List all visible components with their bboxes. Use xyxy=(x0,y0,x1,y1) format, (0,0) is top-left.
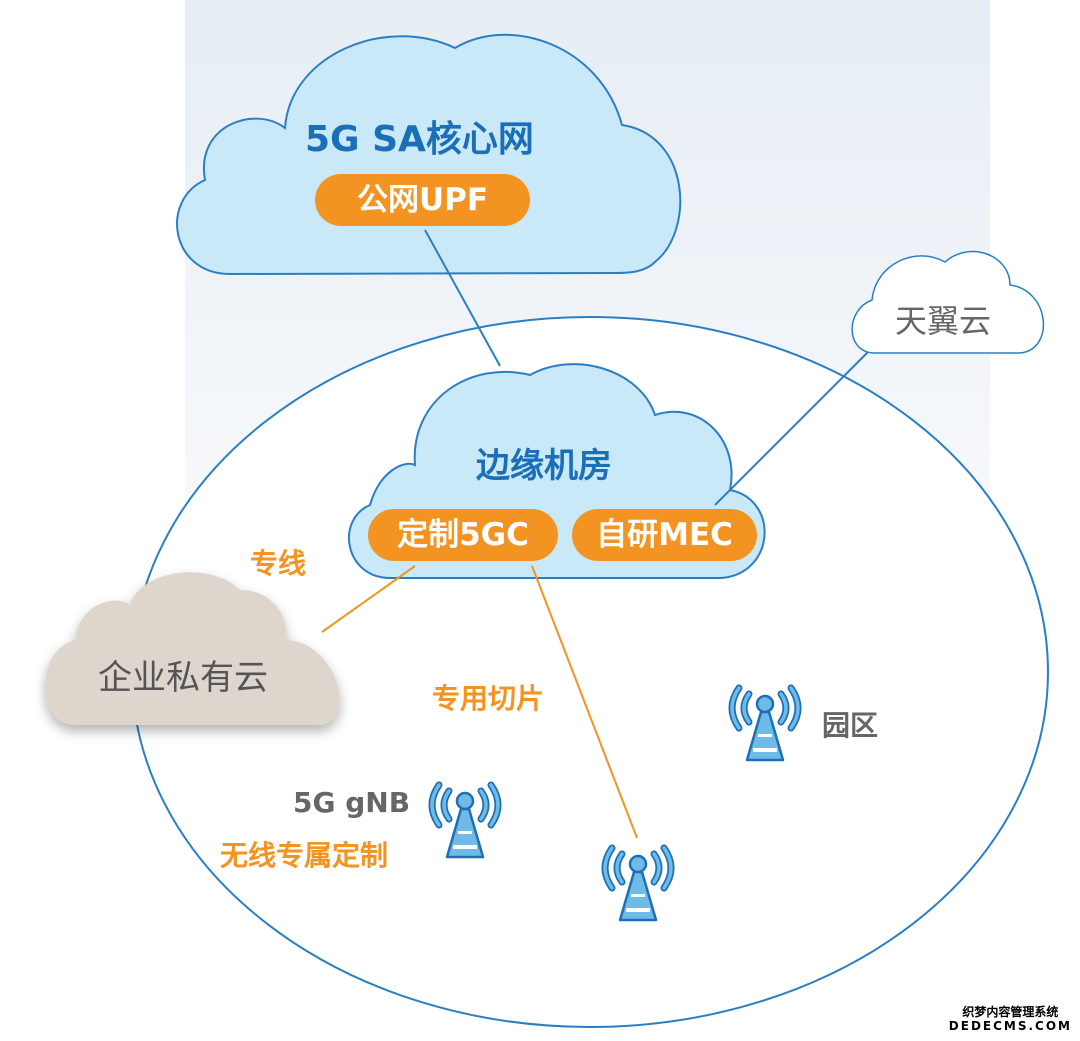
custom-5gc-badge: 定制5GC xyxy=(368,509,558,561)
public-upf-badge: 公网UPF xyxy=(315,174,530,226)
watermark: 织梦内容管理系统 DEDECMS.COM xyxy=(949,1005,1072,1033)
wireless-custom-label: 无线专属定制 xyxy=(220,839,389,872)
edge-room-title: 边缘机房 xyxy=(476,446,612,486)
tianyi-cloud xyxy=(851,250,1045,354)
enterprise-private-cloud xyxy=(45,572,340,725)
link-5gc-tower xyxy=(531,565,638,839)
radio-tower-icon xyxy=(601,844,675,922)
dedicated-slice-label: 专用切片 xyxy=(432,682,545,715)
enterprise-cloud-title: 企业私有云 xyxy=(98,658,268,698)
core-network-cloud xyxy=(176,33,682,276)
core-network-title: 5G SA核心网 xyxy=(305,119,534,160)
link-5gc-enterprise xyxy=(321,565,416,633)
dedicated-line-label: 专线 xyxy=(250,547,307,580)
radio-tower-icon xyxy=(728,684,802,762)
link-tianyi-mec xyxy=(714,351,869,506)
watermark-line2: DEDECMS.COM xyxy=(948,1019,1072,1033)
watermark-line1: 织梦内容管理系统 xyxy=(962,1005,1059,1019)
gnb-label: 5G gNB xyxy=(293,786,411,819)
radio-tower-icon xyxy=(428,781,502,859)
tianyi-cloud-title: 天翼云 xyxy=(895,302,992,340)
park-label: 园区 xyxy=(822,709,879,742)
mec-badge: 自研MEC xyxy=(572,509,757,561)
link-upf-edge xyxy=(424,229,501,367)
